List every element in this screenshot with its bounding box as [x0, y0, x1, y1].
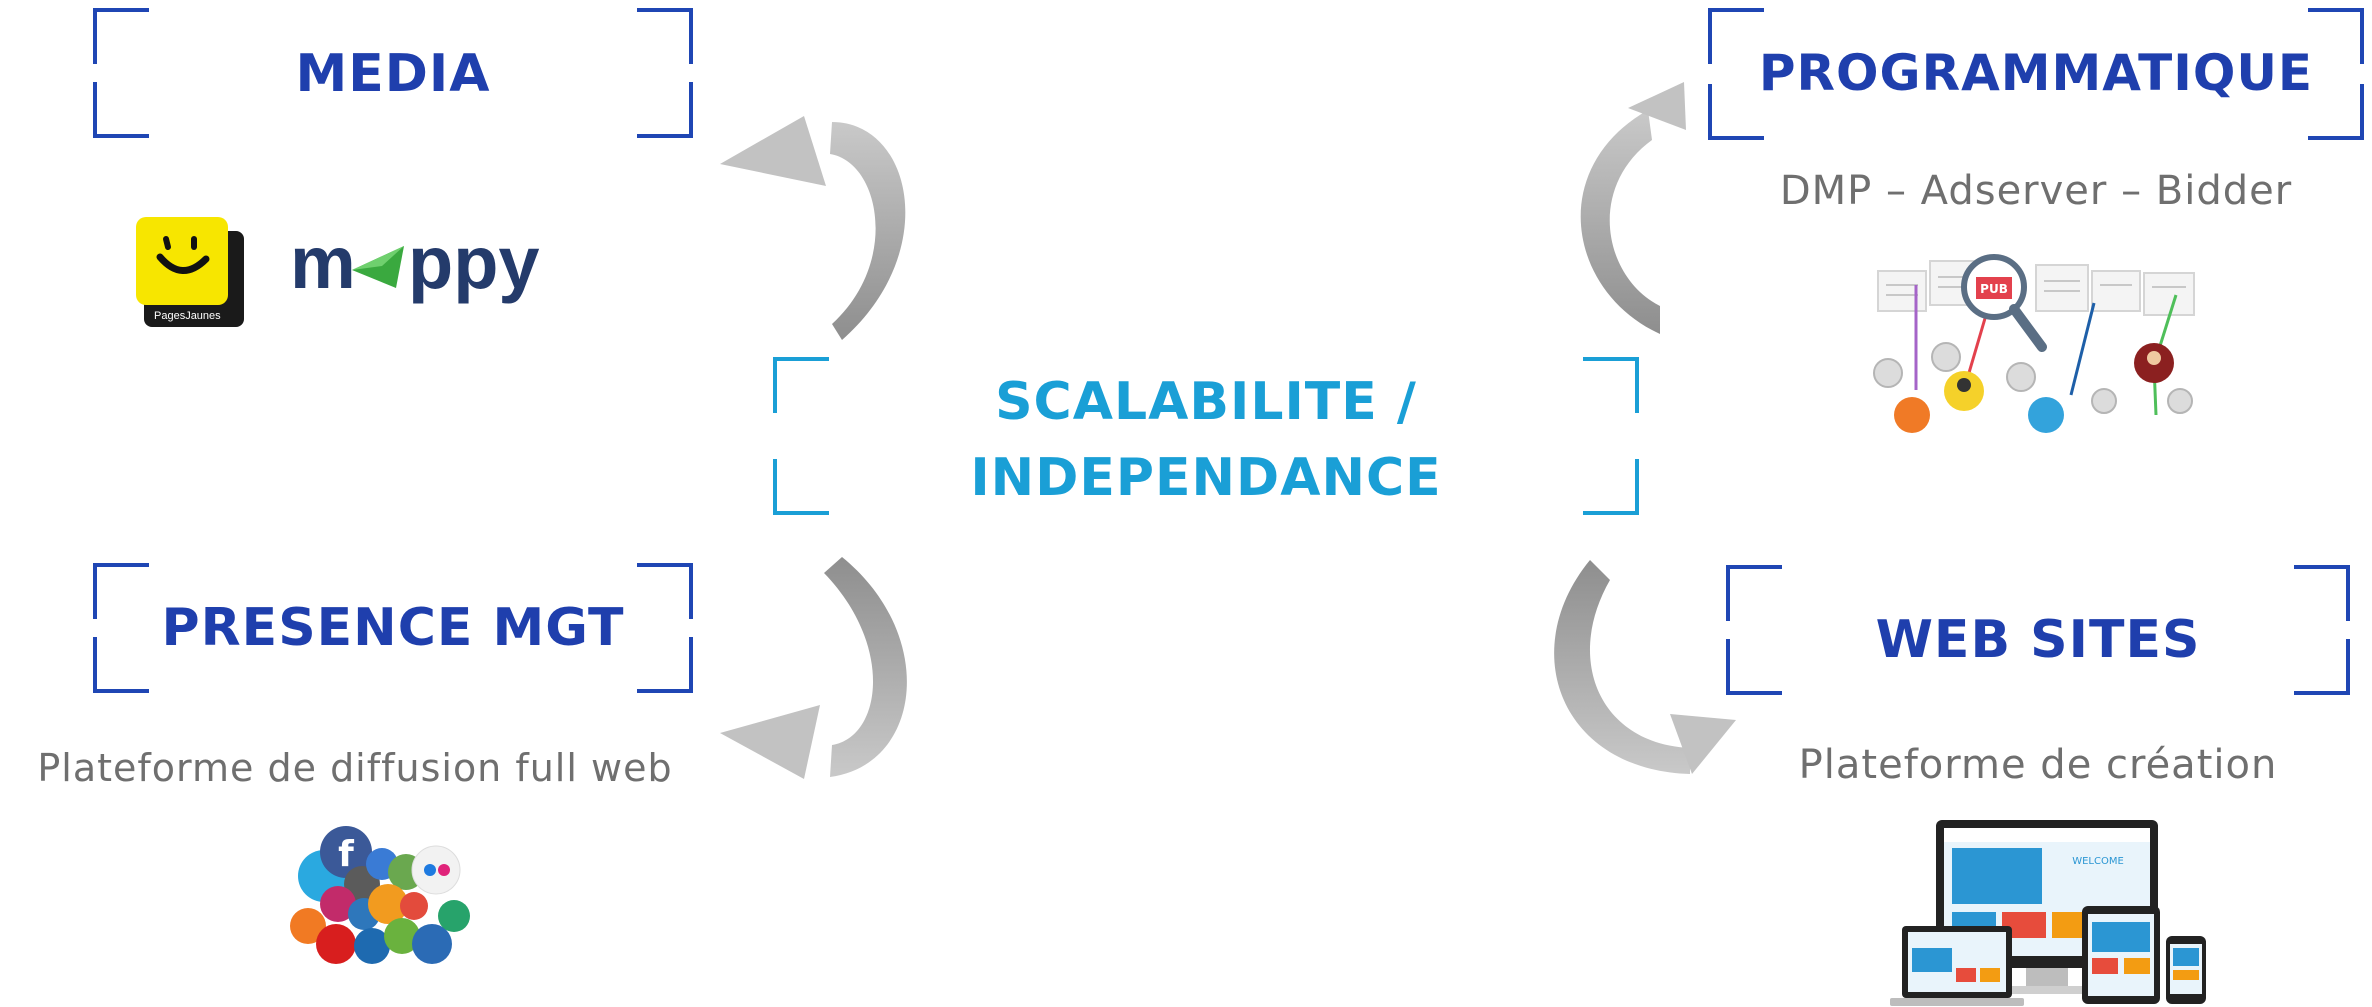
svg-text:f: f [338, 834, 354, 875]
bracket-corner [2308, 8, 2364, 64]
bracket-corner [2308, 84, 2364, 140]
bracket-corner [1583, 459, 1639, 515]
adtech-network-illustration: PUB [1873, 254, 2198, 433]
curved-arrow-icon [1580, 82, 1686, 334]
bracket-corner [1726, 565, 1782, 621]
websites-subtitle: Plateforme de création [1798, 742, 2278, 788]
bracket-corner [1708, 84, 1764, 140]
bracket-corner [773, 357, 829, 413]
screen-welcome-text: WELCOME [2072, 856, 2124, 867]
bracket-corner [637, 637, 693, 693]
programmatique-subtitle: DMP – Adserver – Bidder [1779, 168, 2293, 214]
pages-jaunes-logo: PagesJaunes [136, 217, 244, 327]
responsive-devices-illustration: WELCOME [1876, 818, 2236, 1007]
social-icons-cluster: f [284, 826, 498, 976]
mappy-logo-text-left: m [290, 221, 356, 304]
bracket-corner [2294, 565, 2350, 621]
pages-jaunes-caption: PagesJaunes [154, 310, 221, 322]
curved-arrow-icon [1554, 560, 1736, 774]
center-title-line1: SCALABILITE / [995, 372, 1417, 432]
websites-frame [1726, 565, 2350, 695]
curved-arrow-icon [720, 557, 907, 779]
curved-arrow-icon [720, 116, 906, 340]
pub-badge-text: PUB [1980, 282, 2008, 296]
media-title: MEDIA [295, 44, 491, 104]
center-title: SCALABILITE / INDEPENDANCE [873, 364, 1539, 516]
media-frame [93, 8, 693, 138]
bracket-corner [93, 637, 149, 693]
presence-subtitle: Plateforme de diffusion full web [37, 746, 673, 790]
programmatique-frame [1708, 8, 2364, 140]
mappy-logo: m ppy [290, 221, 570, 312]
bracket-corner [1708, 8, 1764, 64]
programmatique-title: PROGRAMMATIQUE [1758, 44, 2314, 102]
center-frame [773, 357, 1639, 515]
websites-title: WEB SITES [1875, 610, 2201, 670]
bracket-corner [93, 82, 149, 138]
bracket-corner [93, 8, 149, 64]
mappy-logo-text-right: ppy [408, 221, 540, 304]
bracket-corner [93, 563, 149, 619]
presence-frame [93, 563, 693, 693]
bracket-corner [1726, 639, 1782, 695]
bracket-corner [773, 459, 829, 515]
bracket-corner [637, 8, 693, 64]
center-title-line2: INDEPENDANCE [970, 448, 1442, 508]
presence-title: PRESENCE MGT [161, 598, 625, 658]
mappy-arrow-icon [352, 246, 404, 288]
bracket-corner [2294, 639, 2350, 695]
bracket-corner [637, 82, 693, 138]
bracket-corner [1583, 357, 1639, 413]
bracket-corner [637, 563, 693, 619]
